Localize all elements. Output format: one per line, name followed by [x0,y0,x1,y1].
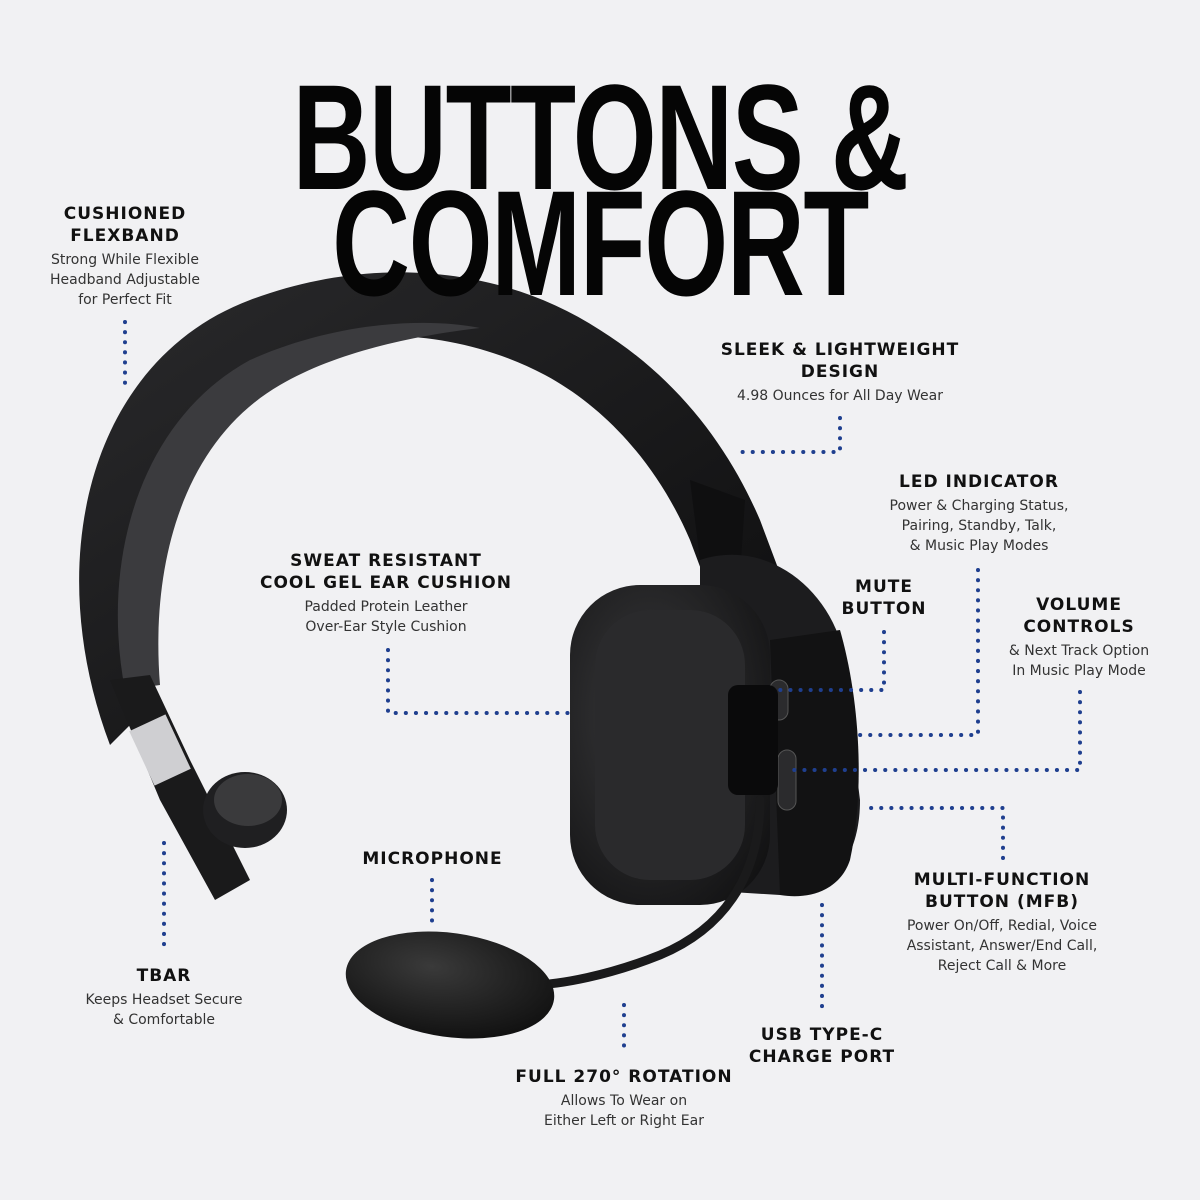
mfb-heading-1: MULTI-FUNCTION [913,870,1091,890]
sweat-desc-1: Padded Protein Leather [304,599,468,615]
leader-sleek [733,416,842,454]
mic-boom [525,795,765,990]
sleek-desc-1: 4.98 Ounces for All Day Wear [736,388,943,404]
mute-heading-2: BUTTON [841,599,927,619]
volume-heading-2: CONTROLS [1023,617,1135,637]
leader-volume [788,690,1082,772]
mfb-heading-2: BUTTON (MFB) [925,892,1079,912]
mfb-desc-2: Assistant, Answer/End Call, [906,938,1098,954]
microphone-heading-1: MICROPHONE [362,849,503,869]
rotation-desc-1: Allows To Wear on [560,1093,688,1109]
label-rotation: FULL 270° ROTATION Allows To Wear on Eit… [504,1066,744,1131]
mic-foam [345,931,555,1039]
flexband-desc-3: for Perfect Fit [78,292,172,308]
sweat-desc-2: Over-Ear Style Cushion [305,619,467,635]
rotation-heading-1: FULL 270° ROTATION [515,1067,733,1087]
label-usb: USB TYPE-C CHARGE PORT [734,1024,910,1068]
tbar-desc-2: & Comfortable [112,1012,216,1028]
label-led: LED INDICATOR Power & Charging Status, P… [858,471,1100,556]
label-sleek: SLEEK & LIGHTWEIGHT DESIGN 4.98 Ounces f… [700,339,980,406]
led-desc-3: & Music Play Modes [909,538,1049,554]
label-sweat: SWEAT RESISTANT COOL GEL EAR CUSHION Pad… [248,550,524,637]
flexband-cushion [117,322,480,690]
sleek-heading-2: DESIGN [800,362,880,382]
mute-heading-1: MUTE [855,577,913,597]
volume-heading-1: VOLUME [1036,595,1122,615]
label-microphone: MICROPHONE [340,848,525,870]
flexband-heading-1: CUSHIONED [63,204,187,224]
title-line-2: COMFORT [332,159,869,327]
led-heading-1: LED INDICATOR [899,472,1059,492]
leader-mute [778,630,886,692]
label-volume: VOLUME CONTROLS & Next Track Option In M… [984,594,1174,681]
rotation-desc-2: Either Left or Right Ear [544,1113,704,1129]
usb-heading-1: USB TYPE-C [760,1025,884,1045]
flexband-desc-2: Headband Adjustable [49,272,200,288]
sweat-heading-1: SWEAT RESISTANT [290,551,482,571]
mfb-desc-3: Reject Call & More [937,958,1067,974]
leader-sweat [386,648,572,715]
label-tbar: TBAR Keeps Headset Secure & Comfortable [60,965,268,1030]
led-desc-2: Pairing, Standby, Talk, [901,518,1057,534]
leader-mfb [868,806,1005,860]
volume-desc-2: In Music Play Mode [1012,663,1146,679]
headband [79,272,790,745]
tbar-desc-1: Keeps Headset Secure [85,992,243,1008]
label-mfb: MULTI-FUNCTION BUTTON (MFB) Power On/Off… [880,869,1124,976]
flexband-desc-1: Strong While Flexible [50,252,200,268]
sweat-heading-2: COOL GEL EAR CUSHION [260,573,512,593]
title-line-1: BUTTONS & [292,53,909,221]
led-desc-1: Power & Charging Status, [889,498,1069,514]
sleek-heading-1: SLEEK & LIGHTWEIGHT [720,340,960,360]
label-flexband: CUSHIONED FLEXBAND Strong While Flexible… [20,203,230,310]
label-mute: MUTE BUTTON [824,576,944,620]
usb-heading-2: CHARGE PORT [748,1047,896,1067]
tbar-heading-1: TBAR [136,966,192,986]
mfb-desc-1: Power On/Off, Redial, Voice [906,918,1098,934]
flexband-heading-2: FLEXBAND [70,226,180,246]
volume-desc-1: & Next Track Option [1008,643,1150,659]
